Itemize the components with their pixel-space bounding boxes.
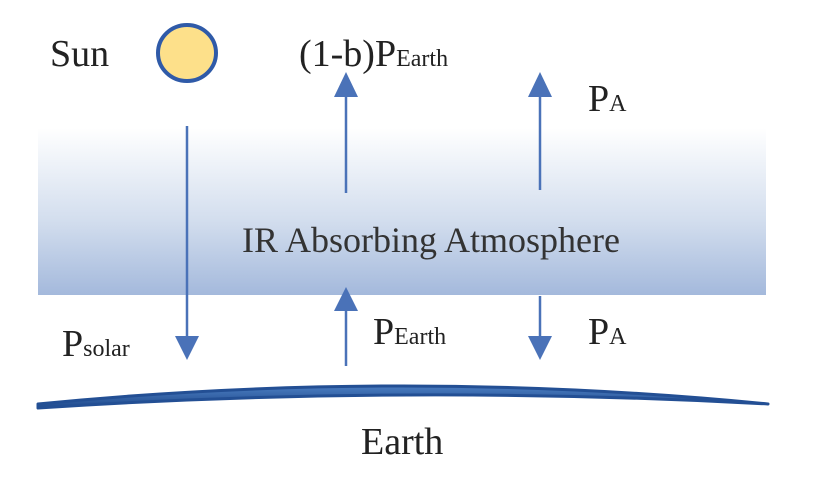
arrow-earth-emission-up [334,287,358,366]
atmos-up-symbol: P [588,78,610,120]
solar-power-label: Psolar [62,325,130,363]
escape-power-prefix: (1-b) [299,33,375,75]
atmos-down-subscript: A [609,324,627,350]
atmos-up-subscript: A [609,91,627,117]
escape-power-label: (1-b)PEarth [299,35,448,73]
escape-power-subscript: Earth [396,46,449,72]
sun-icon [156,23,218,83]
arrow-solar-down [175,126,199,360]
earth-emission-subscript: Earth [394,324,447,350]
atmos-up-power-label: PA [588,80,626,118]
arrow-atmos-down [528,296,552,360]
atmosphere-band [38,128,766,295]
solar-symbol: P [62,323,84,365]
escape-power-symbol: P [374,33,397,75]
earth-label: Earth [361,421,444,463]
arrow-escape-up [334,72,358,193]
earth-emission-label: PEarth [373,313,446,351]
atmosphere-label: IR Absorbing Atmosphere [242,220,620,260]
earth-surface [36,384,770,410]
atmos-down-power-label: PA [588,313,626,351]
earth-emission-symbol: P [373,311,395,353]
sun-label: Sun [50,33,110,75]
atmos-down-symbol: P [588,311,610,353]
arrow-atmos-up [528,72,552,190]
solar-subscript: solar [83,336,130,362]
